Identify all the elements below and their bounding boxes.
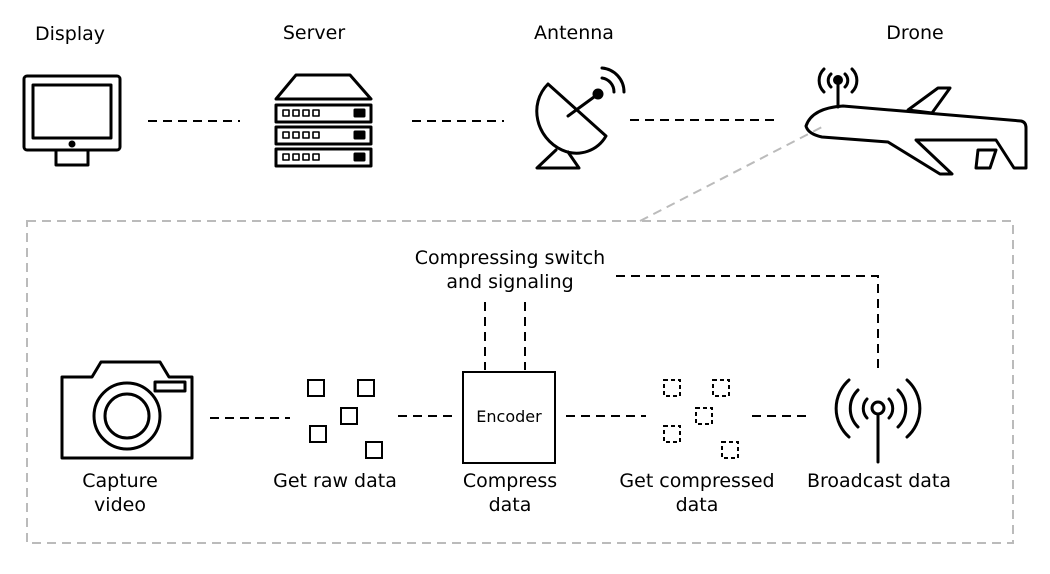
broadcast-tower-icon: [834, 378, 922, 464]
drone-label: Drone: [886, 22, 944, 44]
control-label: Compressing switch and signaling: [390, 246, 630, 294]
drone-icon: [804, 67, 1028, 176]
capture-label-line2: video: [94, 494, 146, 516]
compressed-data-label: Get compressed data: [602, 469, 792, 517]
raw-data-label: Get raw data: [273, 470, 397, 492]
encoder-label: Encoder: [476, 407, 542, 426]
capture-label-line1: Capture: [82, 470, 158, 492]
drone-internals-frame: [26, 220, 1014, 544]
compressed-label-line1: Get compressed: [619, 470, 775, 492]
compressed-label-line2: data: [675, 494, 719, 516]
compress-label: Compress data: [450, 469, 570, 517]
compressed-data-icon: [663, 379, 739, 459]
zoom-connector: [639, 126, 823, 222]
display-label: Display: [34, 23, 106, 45]
satellite-dish-icon: [535, 66, 626, 170]
capture-label: Capture video: [60, 469, 180, 517]
compress-label-line1: Compress: [462, 470, 558, 492]
control-label-line2: and signaling: [446, 271, 574, 293]
server-label: Server: [282, 22, 346, 44]
antenna-label: Antenna: [534, 22, 614, 44]
control-label-line1: Compressing switch: [414, 247, 606, 269]
display-icon: [22, 74, 122, 167]
camera-icon: [60, 360, 194, 460]
control-broadcast-link: [616, 275, 879, 372]
compress-label-line2: data: [488, 494, 532, 516]
broadcast-label: Broadcast data: [806, 470, 952, 492]
server-icon: [274, 73, 373, 168]
encoder-box: [462, 371, 556, 464]
raw-data-icon: [307, 379, 383, 459]
